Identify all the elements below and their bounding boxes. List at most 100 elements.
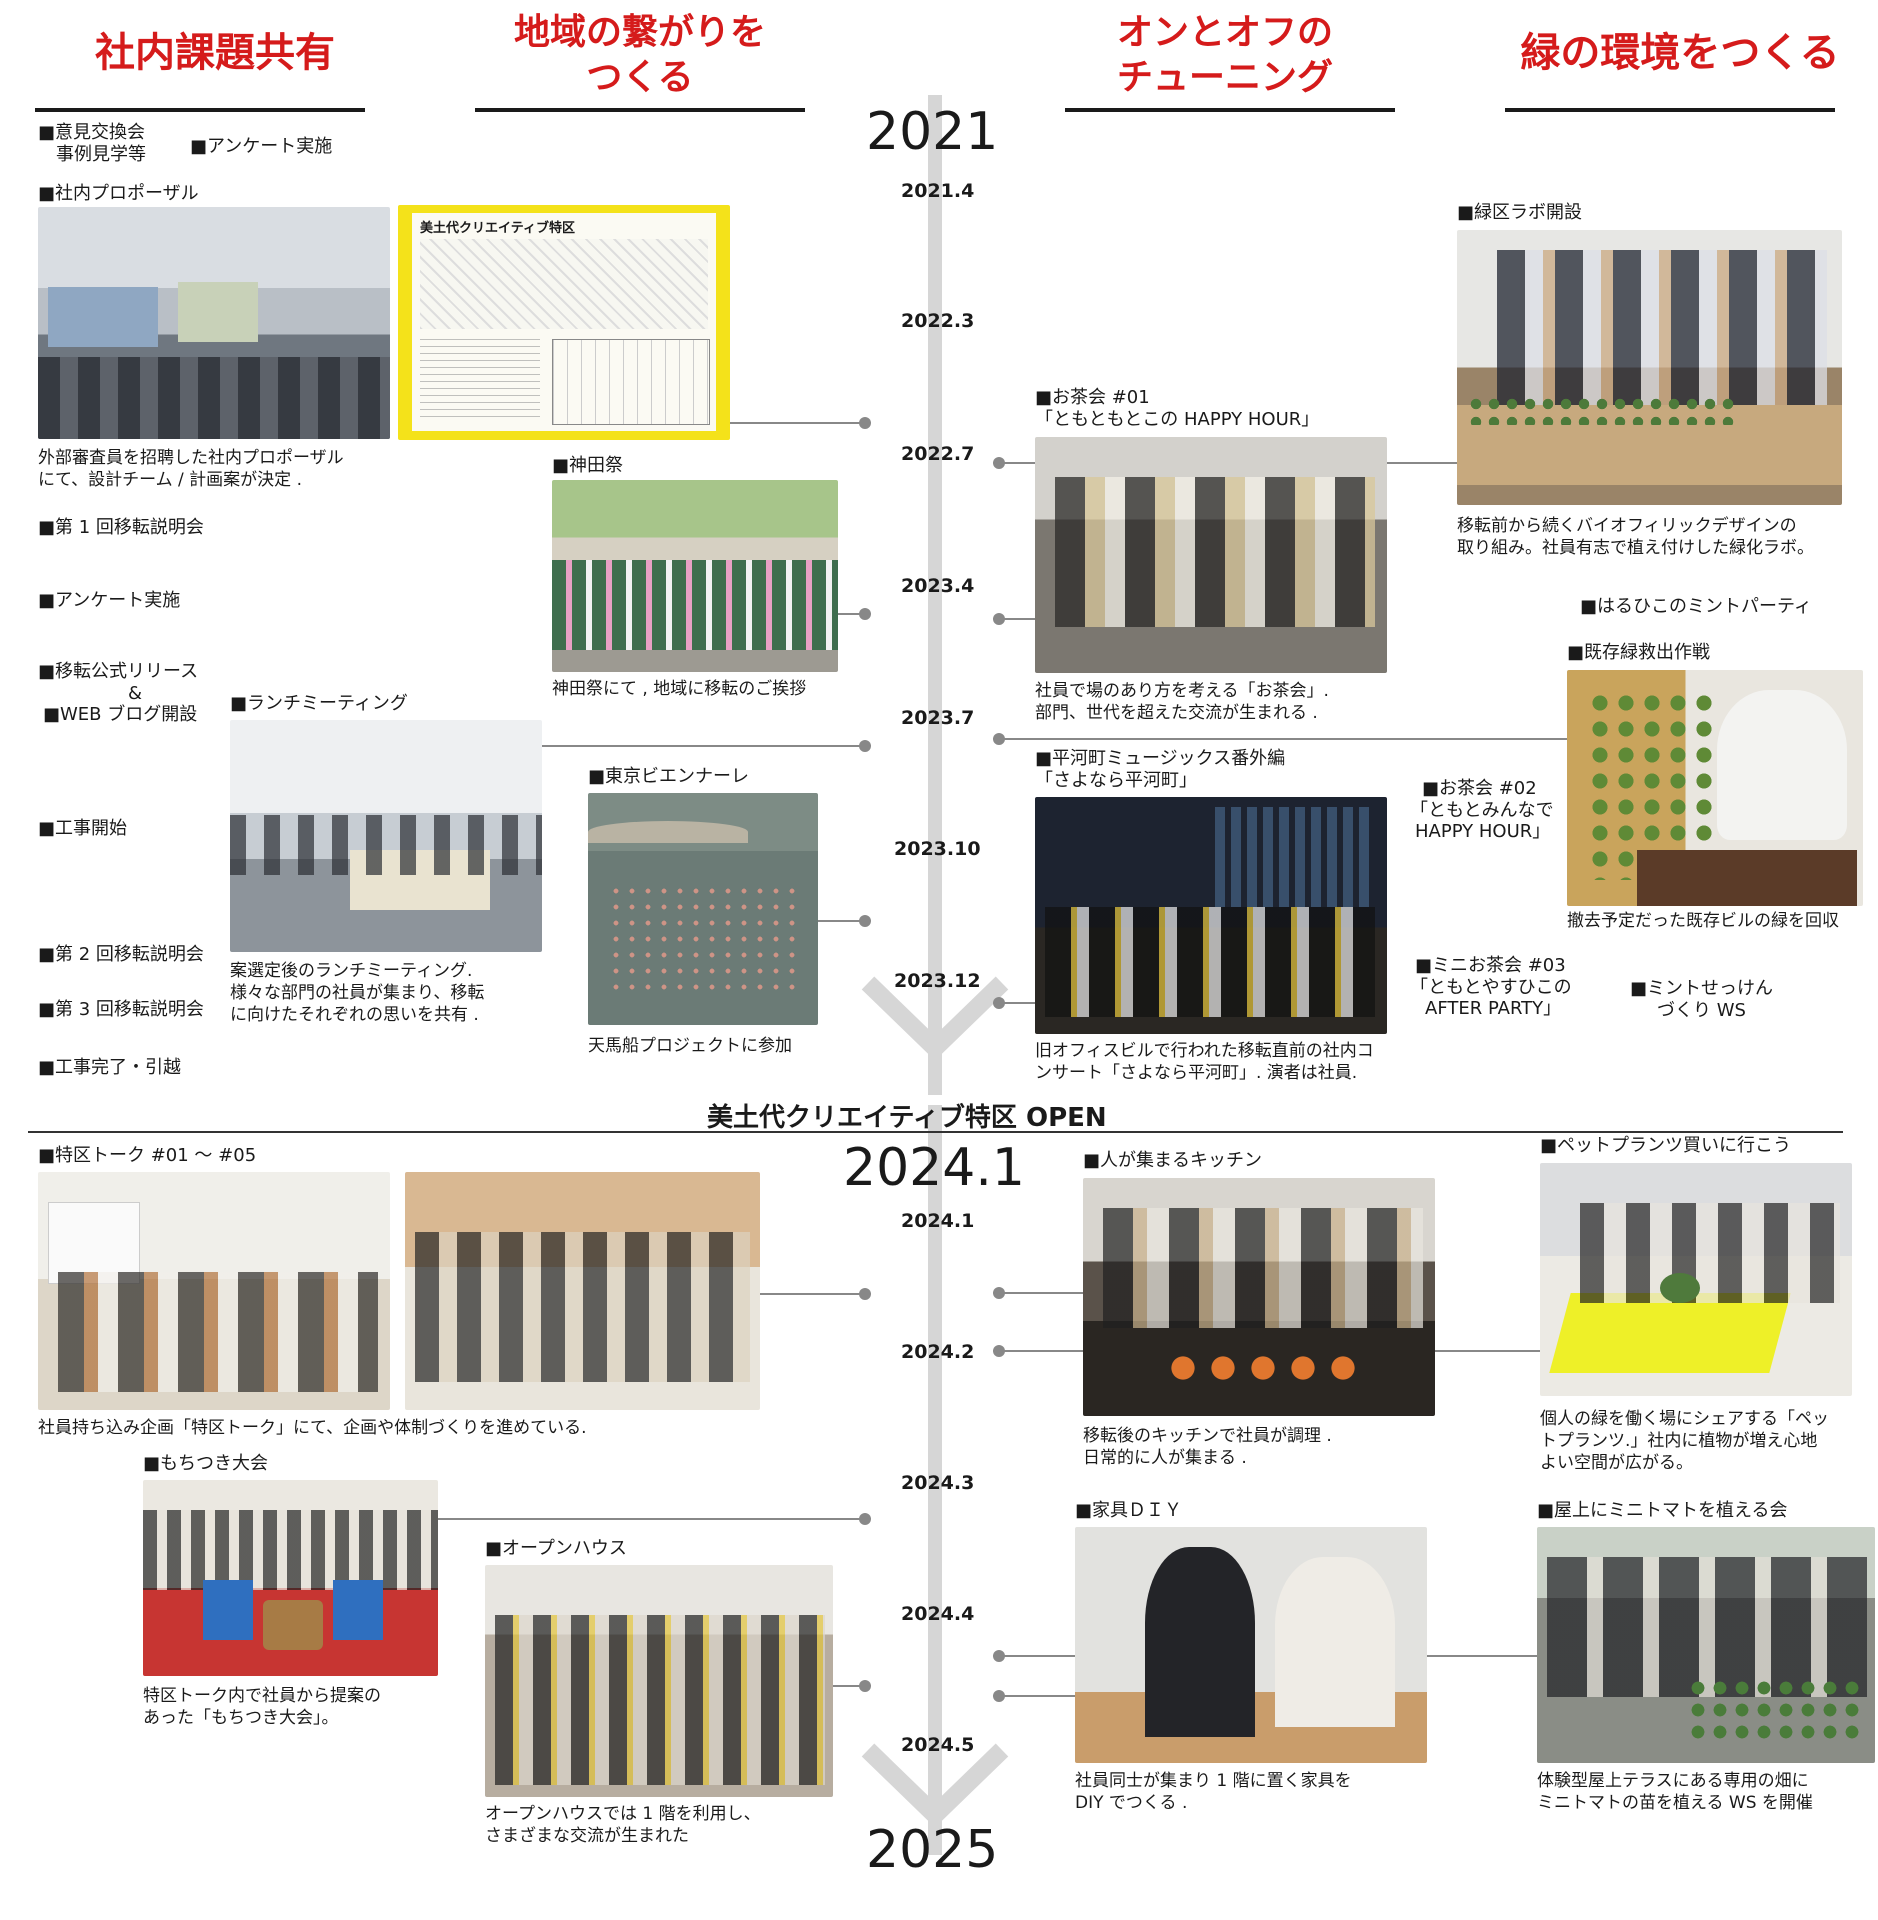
connector-dot [859, 915, 871, 927]
connector-dot [993, 1690, 1005, 1702]
caption-line: 移転前から続くバイオフィリックデザインの [1457, 516, 1797, 536]
photo-tea-party-1 [1035, 437, 1387, 673]
connector [1435, 1350, 1540, 1352]
label-tokyo-biennale: ■東京ビエンナーレ [588, 766, 750, 787]
connector-dot [993, 1287, 1005, 1299]
label-line: ■お茶会 #01 [1035, 387, 1150, 408]
mortar [263, 1600, 323, 1650]
connector-dot [993, 1650, 1005, 1662]
caption-line: DIY でつくる . [1075, 1793, 1188, 1814]
caption-line: よい空間が広がる。 [1540, 1453, 1693, 1474]
label-line: ■移転公式リリース [38, 661, 199, 682]
date-label: 2022.7 [901, 443, 975, 465]
connector [838, 613, 865, 615]
label-line: HAPPY HOUR」 [1415, 821, 1551, 843]
photo-mochitsuki [143, 1480, 438, 1676]
photo-lunch-meeting [230, 720, 542, 952]
date-label: 2023.12 [894, 970, 981, 992]
festival-crowd [552, 560, 838, 650]
date-label: 2024.4 [901, 1603, 975, 1625]
label-briefing-3: ■第 3 回移転説明会 [38, 999, 204, 1020]
window-lights [1215, 807, 1375, 907]
photo-kitchen [1083, 1178, 1435, 1416]
poster-sheet: 美土代クリエイティブ特区 [412, 213, 716, 431]
heading-on-off-tuning: オンとオフの チューニング [1060, 10, 1390, 100]
caption-kanda-festival: 神田祭にて , 地域に移転のご挨拶 [552, 679, 807, 699]
performers [1045, 907, 1375, 1017]
gardeners [1547, 1557, 1867, 1697]
worker-dark [1145, 1547, 1255, 1737]
heading-local-connection: 地域の繋がりを つくる [475, 10, 805, 100]
connector-dot [993, 613, 1005, 625]
label-construction-end: ■工事完了・引越 [38, 1057, 182, 1078]
label-line: AFTER PARTY」 [1425, 998, 1562, 1020]
caption-line: 取り組み。社員有志で植え付けした緑化ラボ。 [1457, 538, 1814, 559]
connector [999, 1002, 1035, 1004]
date-label: 2024.1 [901, 1210, 975, 1232]
potted-plant [1660, 1273, 1700, 1303]
whiteboard [48, 1202, 140, 1284]
label-tea-party-1: ■お茶会 #01 「ともともとこの HAPPY HOUR」 [1035, 387, 1319, 430]
label-tea-party-2: ■お茶会 #02 「ともとみんなで HAPPY HOUR」 [1410, 778, 1554, 843]
label-green-lab: ■緑区ラボ開設 [1457, 202, 1583, 223]
connector [999, 1695, 1075, 1697]
label-mini-tea-party-3: ■ミニお茶会 #03 「ともとやすひこの AFTER PARTY」 [1410, 955, 1572, 1020]
connector [1387, 462, 1457, 464]
caption-line: 社員で場のあり方を考える「お茶会」. [1035, 681, 1329, 701]
connector [760, 1293, 865, 1295]
caption-furniture-diy: 社員同士が集まり 1 階に置く家具を DIY でつくる . [1075, 1770, 1352, 1814]
label-kanda-festival: ■神田祭 [552, 455, 624, 476]
label-briefing-1: ■第 1 回移転説明会 [38, 517, 204, 538]
label-survey-1: ■アンケート実施 [190, 136, 333, 157]
label-tokku-talk: ■特区トーク #01 ～ #05 [38, 1145, 257, 1166]
label-line: 「ともとみんなで [1410, 799, 1554, 821]
pasta-plates [1163, 1348, 1363, 1388]
caption-line: トプランツ.」社内に植物が増え心地 [1540, 1431, 1818, 1452]
open-title: 美土代クリエイティブ特区 OPEN [707, 1103, 1107, 1133]
date-label: 2023.4 [901, 575, 975, 597]
label-briefing-2: ■第 2 回移転説明会 [38, 944, 204, 965]
date-label: 2024.2 [901, 1341, 975, 1363]
photo-tokku-talk-2 [405, 1172, 760, 1410]
caption-green-lab: 移転前から続くバイオフィリックデザインの 取り組み。社員有志で植え付けした緑化ラ… [1457, 515, 1814, 559]
bridge [588, 821, 748, 843]
caption-line: あった「もちつき大会」。 [143, 1708, 339, 1729]
connector-dot [859, 417, 871, 429]
caption-line: 社員同士が集まり 1 階に置く家具を [1075, 1771, 1352, 1791]
heading-onoff-line1: オンとオフの [1116, 12, 1333, 53]
crowd [143, 1510, 438, 1590]
connector-dot [859, 1680, 871, 1692]
caption-mini-tomato: 体験型屋上テラスにある専用の畑に ミニトマトの苗を植える WS を開催 [1537, 1770, 1813, 1814]
participants [1055, 477, 1375, 627]
label-mint-soap-ws: ■ミントせっけん づくり WS [1630, 978, 1773, 1021]
label-line: ■お茶会 #02 [1422, 778, 1537, 799]
connector [818, 920, 865, 922]
open-divider [28, 1131, 1843, 1133]
photo-proposal-presentation [38, 207, 390, 439]
label-mint-party: ■はるひこのミントパーティ [1580, 596, 1812, 617]
photo-green-lab [1457, 230, 1842, 505]
label-release: ■移転公式リリース & ■WEB ブログ開設 [38, 661, 198, 726]
heading-internal-issues: 社内課題共有 [95, 30, 335, 76]
caption-line: 個人の緑を働く場にシェアする「ペッ [1540, 1409, 1829, 1429]
people-at-planter [1497, 250, 1827, 410]
connector [999, 738, 1567, 740]
yellow-table [1549, 1293, 1791, 1373]
connector-dot [993, 997, 1005, 1009]
heading-onoff-line2: チューニング [1116, 57, 1333, 98]
photo-open-house [485, 1565, 833, 1797]
date-label: 2023.7 [901, 707, 975, 729]
connector [999, 1350, 1083, 1352]
happi-coat [333, 1580, 383, 1640]
label-line: & [128, 682, 143, 704]
heading-rule-1 [35, 108, 365, 112]
label-line: ■WEB ブログ開設 [43, 704, 198, 726]
caption-tokku-talk: 社員持ち込み企画「特区トーク」にて、企画や体制づくりを進めている. [38, 1418, 587, 1438]
label-line: 「ともともとこの HAPPY HOUR」 [1035, 408, 1320, 430]
label-line: 「ともとやすひこの [1410, 976, 1572, 998]
poster-plan [552, 339, 710, 425]
date-label: 2022.3 [901, 310, 975, 332]
connector-dot [859, 608, 871, 620]
caption-line: 様々な部門の社員が集まり、移転 [230, 983, 485, 1004]
worker [1717, 690, 1847, 840]
